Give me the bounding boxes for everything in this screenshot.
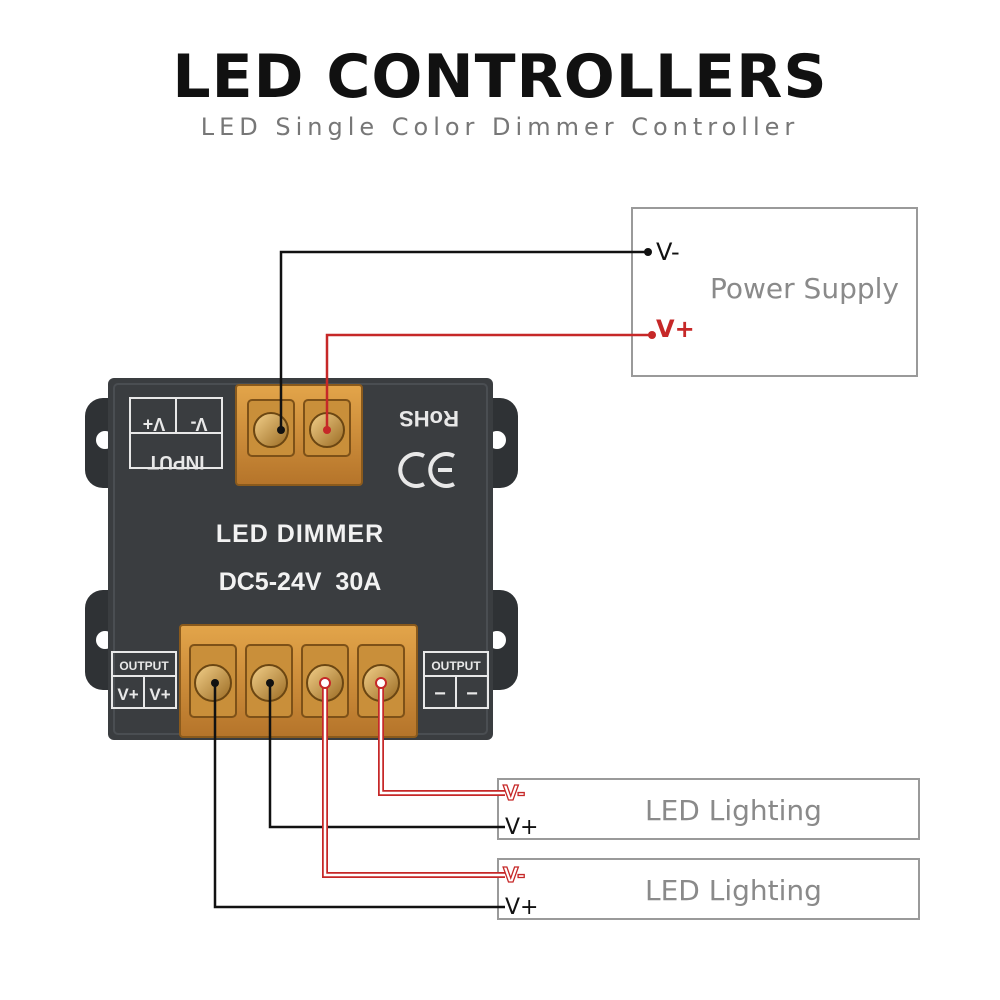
page-subtitle: LED Single Color Dimmer Controller [200,113,800,141]
psu-terminal-negative: V- [656,238,680,266]
led2-terminal-negative: V- [502,862,526,887]
output-label-left: OUTPUT [119,659,169,673]
wire-input-negative [279,250,648,430]
input-terminal-block [235,384,363,486]
wire-input-positive [325,333,650,430]
screw-terminal [253,412,289,448]
output-label-panel-left [111,651,177,709]
power-supply-box [631,207,918,377]
output-left-pos-1: V+ [117,685,138,704]
input-label: INPUT [147,451,204,472]
page-title: LED CONTROLLERS [172,42,828,112]
ce-mark [398,452,455,488]
device-rating: DC5-24V 30A [219,568,382,596]
output-left-pos-2: V+ [149,685,170,704]
wire-output-pos-1 [268,683,505,829]
wire-output-pos-2 [213,683,505,909]
dimmer-device [85,378,518,740]
led1-terminal-positive: V+ [505,815,539,840]
led-lighting-box-1 [497,778,920,840]
power-supply-label: Power Supply [710,272,899,305]
output-right-neg-2: − [466,683,478,705]
input-neg-label: V- [190,414,207,434]
led-lighting-box-2 [497,858,920,920]
led-lighting-label-2: LED Lighting [645,874,822,907]
psu-terminal-positive: V+ [656,315,695,343]
output-label-right: OUTPUT [431,659,481,673]
device-name: LED DIMMER [216,520,384,548]
input-label-panel [129,397,223,469]
output-right-neg-1: − [434,683,446,705]
rohs-mark: RoHS [399,406,459,431]
output-label-panel-right [423,651,489,709]
led2-terminal-positive: V+ [505,895,539,920]
led-lighting-label-1: LED Lighting [645,794,822,827]
output-terminal-block [179,624,418,738]
input-pos-label: V+ [143,414,166,434]
led1-terminal-negative: V- [502,780,526,805]
